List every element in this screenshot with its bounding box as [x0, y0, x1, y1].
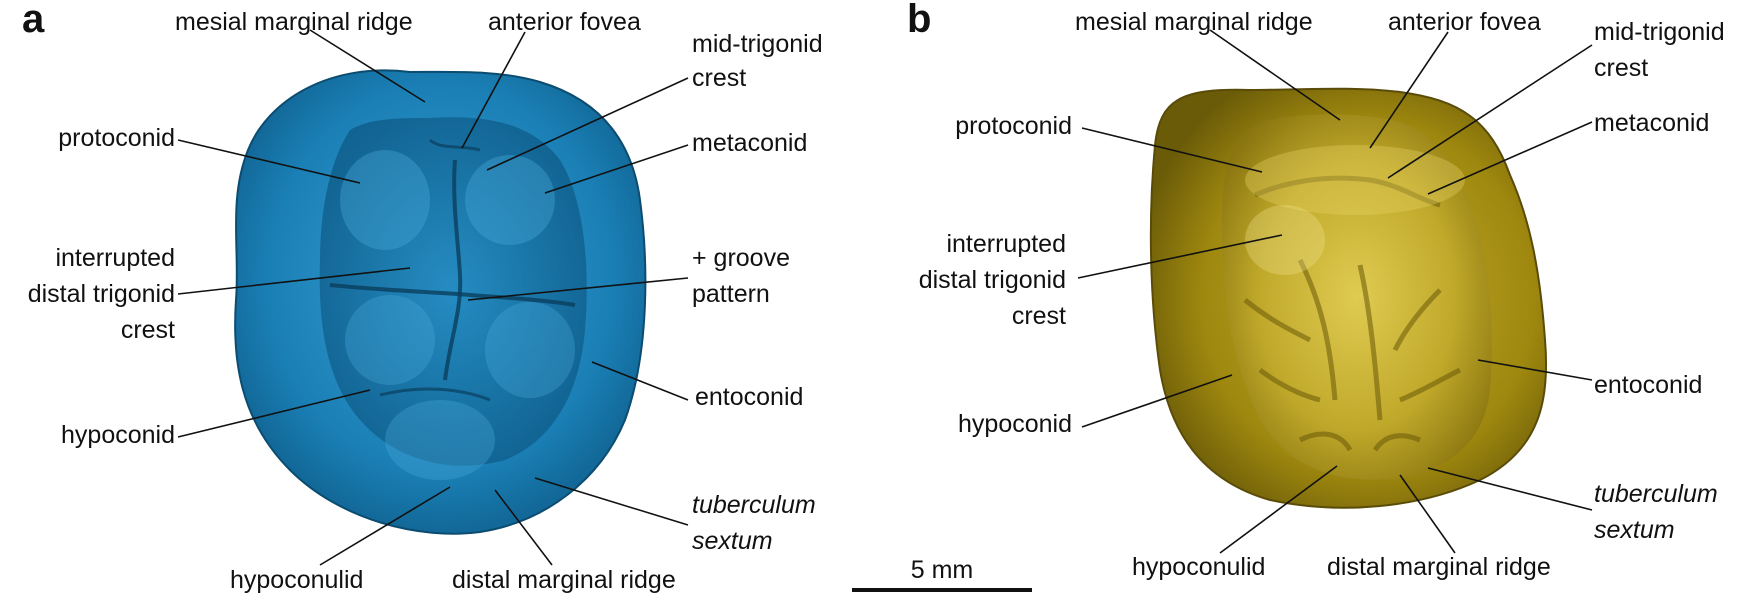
label-b-entoconid: entoconid	[1594, 371, 1702, 399]
tooth-a-crown	[234, 69, 647, 535]
label-b-interrupted-line3: crest	[1012, 302, 1066, 330]
label-b-mid-trigonid-line1: mid-trigonid	[1594, 18, 1725, 46]
label-a-mid-trigonid-line2: crest	[692, 64, 746, 92]
tooth-b-trigonid-rim	[1245, 145, 1465, 215]
panel-a-labels: mesial marginal ridge anterior fovea mid…	[28, 8, 823, 594]
tooth-a-hypoconulid-cusp	[385, 400, 495, 480]
label-a-interrupted-line1: interrupted	[55, 244, 175, 272]
tooth-a-metaconid-cusp	[465, 155, 555, 245]
scale-bar: 5 mm	[852, 556, 1032, 592]
tooth-a-entoconid-cusp	[485, 302, 575, 398]
label-a-mesial-marginal-ridge: mesial marginal ridge	[175, 8, 413, 36]
label-a-tuberculum-line1: tuberculum	[692, 491, 816, 519]
label-a-tuberculum-line2: sextum	[692, 527, 773, 555]
tooth-a-occlusal-basin	[319, 117, 587, 466]
tooth-a-mesial-fissure	[428, 138, 481, 152]
label-b-hypoconulid: hypoconulid	[1132, 553, 1265, 581]
label-a-hypoconid: hypoconid	[61, 421, 175, 449]
tooth-a-protoconid-cusp	[340, 150, 430, 250]
label-a-groove-line1: + groove	[692, 244, 790, 272]
label-b-protoconid: protoconid	[955, 112, 1072, 140]
label-a-groove-line2: pattern	[692, 280, 770, 308]
label-a-mid-trigonid-line1: mid-trigonid	[692, 30, 823, 58]
label-b-interrupted-line1: interrupted	[946, 230, 1066, 258]
label-b-tuberculum-line1: tuberculum	[1594, 480, 1718, 508]
panel-a: a	[22, 0, 823, 594]
tooth-a-hypoconid-cusp	[345, 295, 435, 385]
tooth-a-distal-fissure	[379, 387, 491, 402]
panel-a-leaders	[177, 29, 689, 566]
tooth-a-cross-fissure	[329, 283, 576, 307]
tooth-a-central-fissure	[443, 159, 463, 381]
label-b-mid-trigonid-line2: crest	[1594, 54, 1648, 82]
label-a-protoconid: protoconid	[58, 124, 175, 152]
label-b-tuberculum-line2: sextum	[1594, 516, 1675, 544]
label-a-distal-marginal-ridge: distal marginal ridge	[452, 566, 676, 594]
panel-b: b	[907, 0, 1725, 581]
label-b-metaconid: metaconid	[1594, 109, 1709, 137]
tooth-b-crown	[1149, 87, 1548, 509]
tooth-b-crenulations	[1243, 175, 1462, 452]
panel-a-letter: a	[22, 0, 45, 41]
label-b-mesial-marginal-ridge: mesial marginal ridge	[1075, 8, 1313, 36]
label-b-anterior-fovea: anterior fovea	[1388, 8, 1541, 36]
label-a-interrupted-line3: crest	[121, 316, 175, 344]
scale-bar-label: 5 mm	[911, 556, 974, 584]
panel-b-labels: mesial marginal ridge anterior fovea mid…	[919, 8, 1725, 581]
label-a-interrupted-line2: distal trigonid	[28, 280, 175, 308]
tooth-b-protoconid-cusp	[1245, 205, 1325, 275]
label-a-hypoconulid: hypoconulid	[230, 566, 363, 594]
label-a-entoconid: entoconid	[695, 383, 803, 411]
label-a-anterior-fovea: anterior fovea	[488, 8, 641, 36]
label-b-hypoconid: hypoconid	[958, 410, 1072, 438]
label-a-metaconid: metaconid	[692, 129, 807, 157]
panel-b-letter: b	[907, 0, 931, 41]
panel-b-leaders	[1077, 29, 1593, 554]
label-b-interrupted-line2: distal trigonid	[919, 266, 1066, 294]
label-b-distal-marginal-ridge: distal marginal ridge	[1327, 553, 1551, 581]
